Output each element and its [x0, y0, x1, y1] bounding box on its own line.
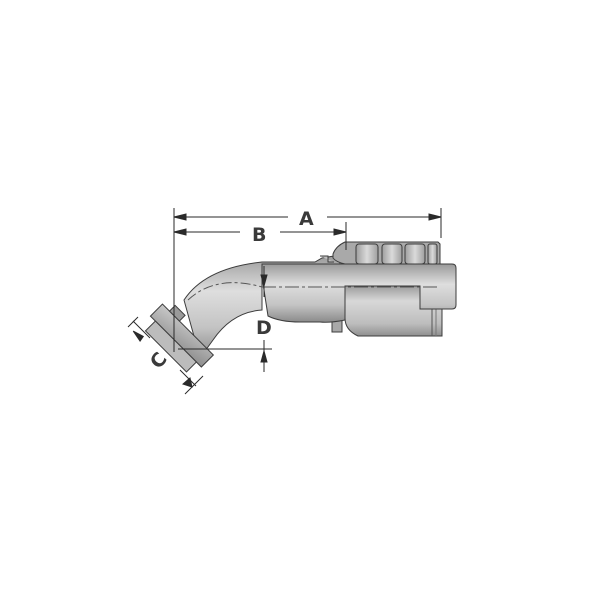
dimension-labels: A B C D: [146, 208, 314, 373]
dimension-lines: [127, 208, 442, 395]
label-a: A: [299, 208, 314, 230]
crimp-ridge: [404, 243, 426, 265]
crimp-ridge: [355, 243, 379, 265]
label-d: D: [256, 317, 272, 339]
crimp-ridge: [427, 243, 438, 265]
crimp-ridge: [381, 243, 403, 265]
flange-head: [144, 303, 215, 373]
label-b: B: [252, 224, 266, 246]
fitting-body: [144, 241, 457, 373]
dim-line-c: [132, 320, 151, 339]
stem-tube: [259, 263, 457, 323]
